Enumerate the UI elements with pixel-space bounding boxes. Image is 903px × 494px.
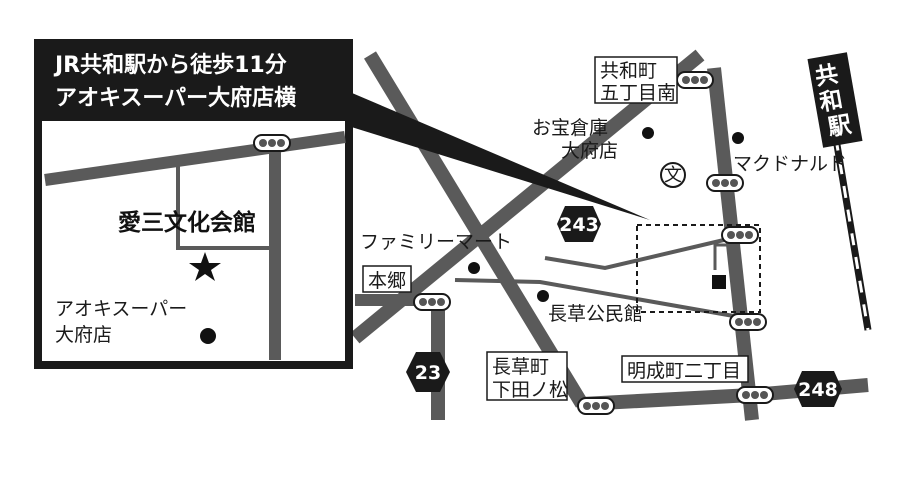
poi-dot — [200, 328, 216, 344]
inset-store-line2: 大府店 — [55, 324, 112, 346]
inset-roads — [44, 131, 346, 360]
local-road-north — [544, 233, 746, 271]
signal-icon — [721, 226, 759, 244]
poi-dot — [468, 262, 480, 274]
svg-text:文: 文 — [664, 165, 682, 186]
poi-mcdonalds: マクドナルド — [732, 132, 847, 175]
signal-icon — [729, 313, 767, 331]
svg-text:共和町: 共和町 — [600, 60, 657, 82]
railway — [828, 114, 872, 331]
title-line-2: アオキスーパー大府店横 — [55, 85, 296, 111]
intersection-hongo: 本郷 — [362, 265, 412, 293]
poi-dot — [642, 127, 654, 139]
poi-familymart: ファミリーマート — [360, 231, 512, 274]
svg-text:大府店: 大府店 — [561, 140, 618, 162]
svg-text:長草公民館: 長草公民館 — [548, 303, 643, 325]
poi-dot — [537, 290, 549, 302]
signal-icon — [577, 397, 615, 415]
svg-text:五丁目南: 五丁目南 — [600, 82, 676, 104]
svg-text:本郷: 本郷 — [368, 270, 406, 292]
route-243-shield: 243 — [557, 206, 601, 242]
svg-text:下田ノ松: 下田ノ松 — [492, 379, 568, 401]
route-248-shield: 248 — [794, 371, 842, 407]
venue-building — [712, 275, 726, 289]
venue-area — [636, 224, 761, 313]
svg-text:ファミリーマート: ファミリーマート — [360, 231, 512, 253]
svg-text:長草町: 長草町 — [492, 356, 549, 378]
svg-text:明成町二丁目: 明成町二丁目 — [627, 360, 741, 382]
station-char-1: 共 和 駅 — [813, 60, 857, 142]
venue-name: 愛三文化会館 — [118, 209, 256, 236]
poi-school: 文 — [660, 162, 686, 188]
local-roads — [454, 233, 746, 320]
route-23-shield: 23 — [406, 352, 450, 392]
signal-icon — [413, 293, 451, 311]
svg-text:お宝倉庫: お宝倉庫 — [532, 117, 608, 139]
signal-icon — [706, 174, 744, 192]
callout-pointer — [345, 90, 650, 220]
inset-map: JR共和駅から徒歩11分 アオキスーパー大府店横 愛三文化会館 アオキスーパー … — [34, 39, 353, 369]
poi-kouminkan: 長草公民館 — [537, 290, 643, 325]
svg-text:23: 23 — [415, 362, 441, 384]
signal-icon — [676, 71, 714, 89]
poi-otakara: お宝倉庫 大府店 — [532, 117, 654, 162]
signal-icon — [253, 134, 291, 152]
poi-dot — [732, 132, 744, 144]
inset-store-line1: アオキスーパー — [55, 298, 187, 320]
title-line-1: JR共和駅から徒歩11分 — [53, 52, 287, 78]
intersection-kyowa-5chome: 共和町 五丁目南 — [594, 56, 678, 104]
station-label: 共 和 駅 — [807, 52, 863, 148]
signal-icon — [736, 386, 774, 404]
title-banner — [38, 43, 349, 121]
star-icon — [189, 252, 221, 281]
svg-text:248: 248 — [798, 379, 838, 401]
svg-text:マクドナルド: マクドナルド — [733, 153, 847, 175]
local-road-south — [454, 278, 746, 320]
road-diagonal-west — [364, 51, 588, 408]
intersection-nagakusa: 長草町 下田ノ松 — [486, 351, 568, 401]
svg-text:243: 243 — [559, 214, 599, 236]
traffic-signals — [413, 71, 774, 415]
intersection-meisei-2chome: 明成町二丁目 — [621, 355, 749, 383]
school-icon — [660, 162, 686, 188]
